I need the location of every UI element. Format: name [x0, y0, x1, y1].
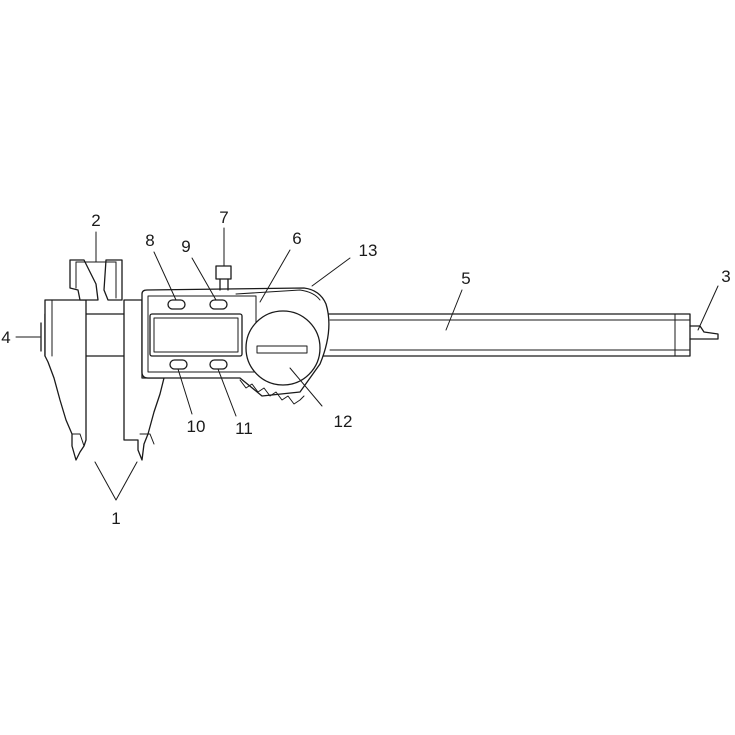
callout-11: 11	[235, 419, 253, 438]
callout-1: 1	[111, 509, 120, 528]
locking-screw[interactable]	[215, 265, 232, 291]
callout-10: 10	[187, 417, 206, 436]
callout-labels: 1 2 3 4 5 6 7 8 9 10 11 12 13	[1, 208, 730, 528]
callout-4: 4	[1, 328, 10, 347]
callout-3: 3	[721, 267, 730, 286]
leader-11	[217, 368, 237, 417]
callout-12: 12	[334, 412, 353, 431]
callout-6: 6	[292, 229, 301, 248]
leader-lines	[15, 227, 719, 501]
leader-1	[94, 461, 138, 501]
leader-8	[153, 251, 177, 301]
lcd-display	[149, 313, 243, 357]
leader-5	[445, 289, 463, 331]
callout-13: 13	[359, 241, 378, 260]
leader-12	[289, 367, 323, 407]
callout-7: 7	[219, 208, 228, 227]
callout-2: 2	[91, 211, 100, 230]
leader-13	[311, 257, 351, 287]
callout-5: 5	[461, 269, 470, 288]
depth-rod	[689, 325, 719, 340]
callout-9: 9	[181, 237, 190, 256]
leader-9	[191, 257, 217, 301]
button-9[interactable]	[209, 299, 228, 310]
leader-6	[259, 249, 291, 303]
battery-cover[interactable]	[245, 310, 321, 386]
callout-8: 8	[145, 231, 154, 250]
fixed-jaw	[44, 259, 99, 461]
leader-3	[697, 285, 719, 331]
sliding-jaw	[85, 259, 165, 461]
leader-10	[177, 368, 193, 415]
